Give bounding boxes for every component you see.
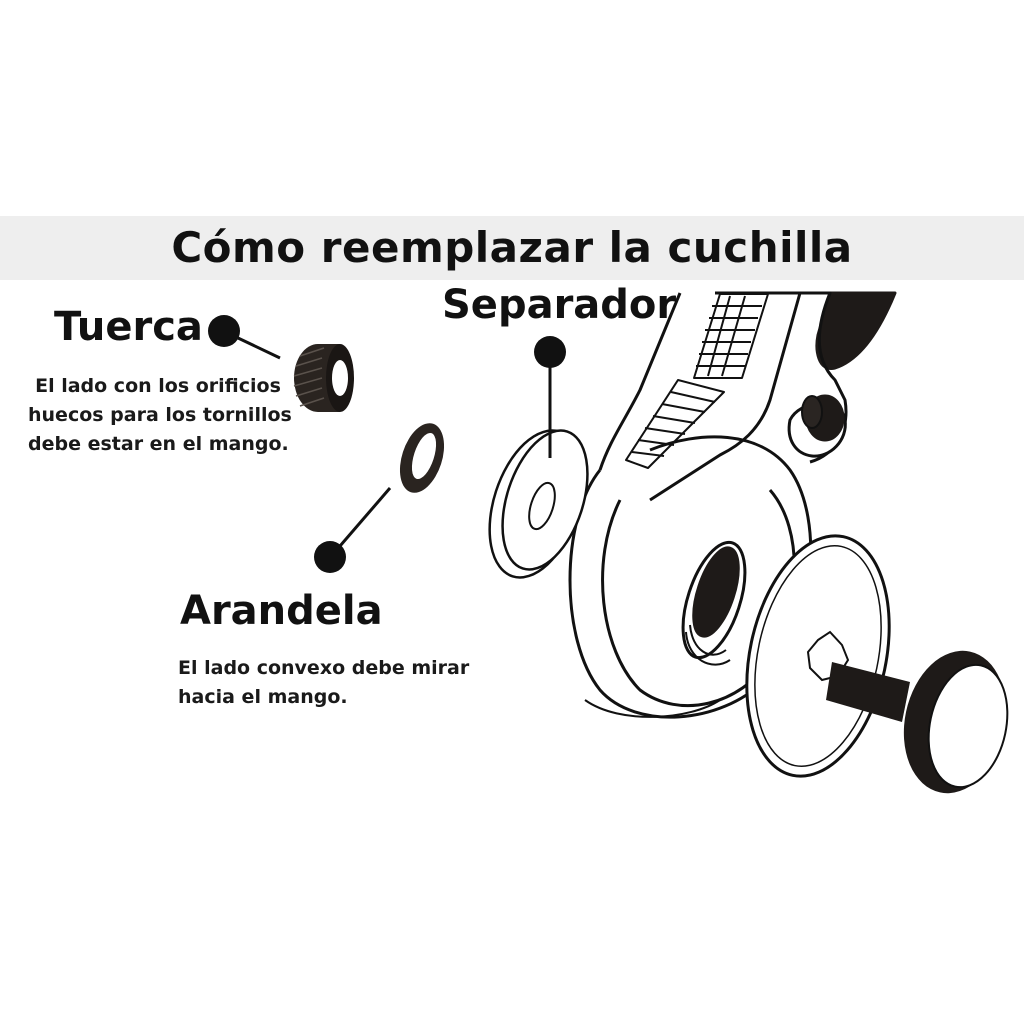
leader-arandela xyxy=(314,487,392,573)
note-tuerca-line: debe estar en el mango. xyxy=(28,433,289,455)
page-title: Cómo reemplazar la cuchilla xyxy=(171,223,853,272)
washer-icon xyxy=(399,423,445,493)
note-arandela-line: El lado convexo debe mirar xyxy=(178,657,470,679)
label-tuerca: Tuerca xyxy=(54,304,203,350)
bolt-icon xyxy=(826,650,1009,794)
note-tuerca-line: huecos para los tornillos xyxy=(28,404,292,426)
note-tuerca: El lado con los orificios huecos para lo… xyxy=(28,372,292,459)
grip-bottom xyxy=(625,379,725,469)
leader-tuerca xyxy=(208,315,281,360)
rotary-cutter-icon xyxy=(568,291,897,719)
label-arandela: Arandela xyxy=(180,588,383,634)
leader-separador xyxy=(534,336,566,458)
title-band xyxy=(0,216,1024,280)
grip-top xyxy=(693,293,769,379)
note-tuerca-line: El lado con los orificios xyxy=(35,375,281,397)
nut-icon xyxy=(293,344,354,412)
spacer-icon xyxy=(488,429,589,579)
blade-icon xyxy=(745,534,891,778)
label-separador: Separador xyxy=(442,282,677,328)
note-arandela-line: hacia el mango. xyxy=(178,686,348,708)
note-arandela: El lado convexo debe mirar hacia el mang… xyxy=(178,654,469,712)
